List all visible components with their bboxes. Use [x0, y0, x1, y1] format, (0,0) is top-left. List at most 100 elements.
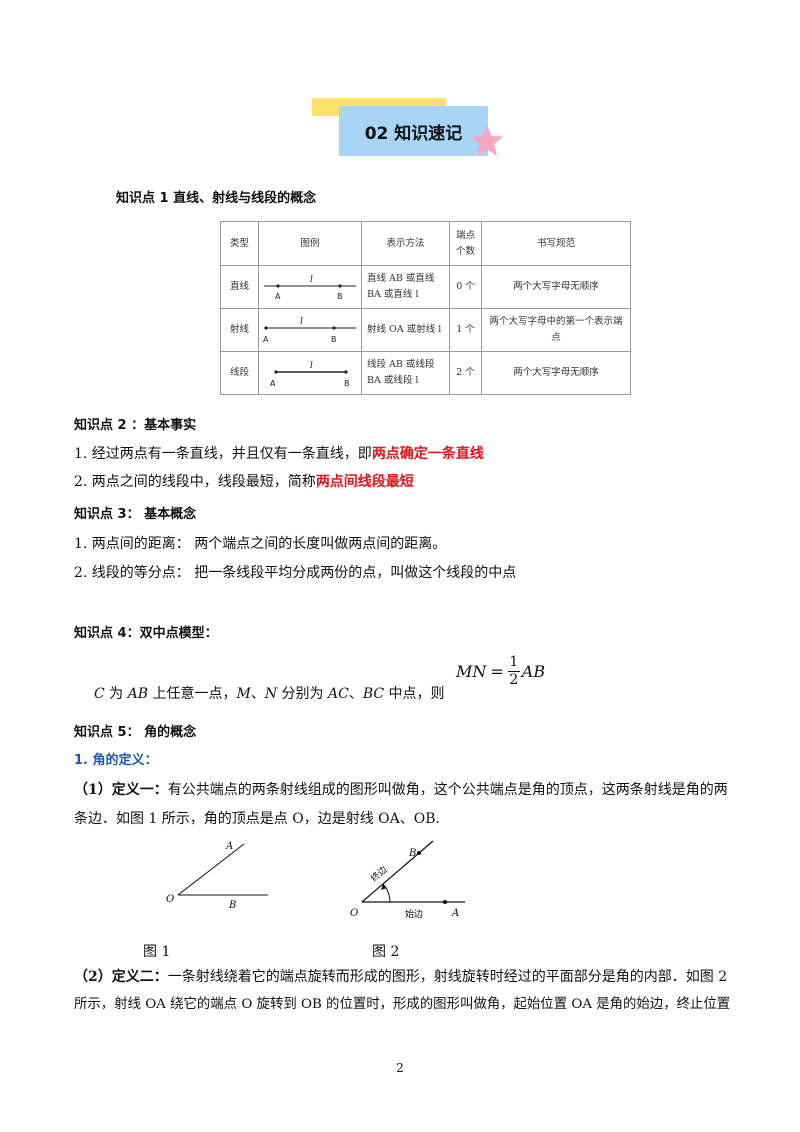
- fraction-numerator: 1: [509, 653, 519, 670]
- expr-line: 线段 AB 或线段: [367, 359, 435, 370]
- kp4-description: C 为 AB 上任意一点，M、N 分别为 AC、BC 中点，则: [94, 684, 445, 704]
- fig1-label-b: B: [228, 900, 236, 911]
- desc-text: 、: [250, 686, 265, 702]
- desc-var: M: [236, 686, 251, 702]
- diagram-label-b: B: [344, 379, 350, 388]
- table-row: 射线 l A B 射线 OA 或射线 l 1 个 两个大写字母中的第一个表示端点: [220, 308, 631, 352]
- segment-diagram: l A B: [270, 361, 350, 388]
- row-figure: l A B: [258, 308, 362, 352]
- kp3-title: 知识点 3： 基本概念: [74, 507, 197, 522]
- formula-rhs: AB: [521, 661, 546, 681]
- fig2-label-o: O: [350, 908, 358, 919]
- desc-text: 、: [348, 686, 363, 702]
- row-expression: 直线 AB 或直线 BA 或直线 l: [361, 265, 450, 309]
- desc-var: C: [94, 686, 105, 702]
- row-norm: 两个大写字母无顺序: [481, 351, 631, 395]
- table-header-cell: 类型: [220, 221, 259, 266]
- fraction-bar: [507, 670, 520, 672]
- ray-diagram: l A B: [263, 317, 356, 344]
- diagram-label-l: l: [300, 317, 303, 327]
- concept-table: 类型 图例 表示方法 端点个数 书写规范 直线 l A B 直线 AB 或直线 …: [220, 221, 631, 395]
- expr-line: BA 或线段 l: [367, 375, 419, 386]
- row-figure: l A B: [258, 351, 362, 395]
- row-type: 直线: [220, 265, 259, 309]
- diagram-label-l: l: [310, 361, 313, 371]
- diagram-label-a: A: [275, 292, 281, 301]
- table-row: 线段 l A B 线段 AB 或线段 BA 或线段 l 2 个 两个大写字母无顺…: [220, 351, 631, 395]
- row-type: 射线: [220, 308, 259, 352]
- diagram-label-b: B: [337, 292, 343, 301]
- definition-1-text: 有公共端点的两条射线组成的图形叫做角，这个公共端点是角的顶点，这两条射线是角的两: [167, 782, 728, 798]
- angle-figure-2: B O A 始边 终边: [350, 840, 465, 920]
- fig2-label-a: A: [451, 908, 459, 919]
- kp2-title: 知识点 2 ：基本事实: [74, 418, 197, 433]
- definition-1-label: （1）定义一：: [74, 782, 168, 798]
- kp3-item-2: 2. 线段的等分点： 把一条线段平均分成两份的点，叫做这个线段的中点: [74, 565, 517, 581]
- desc-text: 中点，则: [384, 686, 445, 702]
- expr-line: BA 或直线 l: [367, 289, 419, 300]
- row-norm: 两个大写字母无顺序: [481, 265, 631, 309]
- row-endpoints: 0 个: [449, 265, 482, 309]
- line-diagram: l A B: [264, 275, 356, 301]
- fig1-label-o: O: [166, 894, 174, 905]
- kp1-title: 知识点 1 直线、射线与线段的概念: [116, 191, 317, 206]
- row-expression: 射线 OA 或射线 l: [361, 308, 450, 352]
- figure-2-caption: 图 2: [372, 944, 400, 960]
- table-header-row: 类型 图例 表示方法 端点个数 书写规范: [220, 221, 631, 266]
- fraction-denominator: 2: [509, 671, 519, 688]
- page-number: 2: [396, 1061, 404, 1075]
- section-title: 02 知识速记: [364, 123, 463, 144]
- kp5-title: 知识点 5： 角的概念: [74, 725, 197, 740]
- definition-2-label: （2）定义二：: [74, 969, 168, 985]
- definition-2-line-2: 所示，射线 OA 绕它的端点 O 旋转到 OB 的位置时，形成的图形叫做角，起始…: [74, 997, 731, 1012]
- formula-eq: =: [490, 661, 504, 681]
- kp2-item-2: 2. 两点之间的线段中，线段最短，简称两点间线段最短: [74, 472, 414, 492]
- kp2-item-1-text: 1. 经过两点有一条直线，并且仅有一条直线，即: [74, 446, 372, 462]
- formula-fraction: 1 2: [507, 653, 520, 689]
- definition-1-line-2: 条边．如图 1 所示，角的顶点是点 O，边是射线 OA、OB.: [74, 811, 440, 827]
- kp5-subtitle: 1. 角的定义：: [74, 753, 158, 768]
- desc-var: BC: [362, 686, 385, 702]
- expr-line: 射线 OA 或射线 l: [367, 324, 442, 335]
- kp2-item-2-emphasis: 两点间线段最短: [315, 474, 414, 490]
- kp4-title: 知识点 4：双中点模型：: [74, 626, 218, 641]
- definition-2-text: 一条射线绕着它的端点旋转而形成的图形，射线旋转时经过的平面部分是角的内部．如图 …: [167, 969, 728, 985]
- row-type: 线段: [220, 351, 259, 395]
- kp2-item-2-text: 2. 两点之间的线段中，线段最短，简称: [74, 474, 316, 490]
- figure-1-caption: 图 1: [143, 944, 171, 960]
- fig1-label-a: A: [225, 841, 233, 852]
- kp2-item-1: 1. 经过两点有一条直线，并且仅有一条直线，即两点确定一条直线: [74, 444, 484, 464]
- desc-text: 上任意一点，: [148, 686, 237, 702]
- fig2-label-b: B: [408, 848, 416, 859]
- desc-var: N: [264, 686, 278, 702]
- kp2-item-1-emphasis: 两点确定一条直线: [371, 446, 484, 462]
- desc-var: AC: [327, 686, 349, 702]
- midpoint-formula: MN = 1 2 AB: [456, 650, 545, 692]
- expr-line: 直线 AB 或直线: [367, 273, 435, 284]
- star-icon: [471, 125, 503, 156]
- diagram-label-b: B: [331, 335, 337, 344]
- row-figure: l A B: [258, 265, 362, 309]
- table-header-cell: 书写规范: [481, 221, 631, 266]
- desc-text: 为: [104, 686, 128, 702]
- row-endpoints: 2 个: [449, 351, 482, 395]
- kp3-item-1: 1. 两点间的距离： 两个端点之间的长度叫做两点间的距离。: [74, 536, 447, 552]
- formula-lhs: MN: [456, 661, 487, 681]
- definition-2-line-1: （2）定义二：一条射线绕着它的端点旋转而形成的图形，射线旋转时经过的平面部分是角…: [74, 967, 727, 987]
- diagram-label-a: A: [270, 379, 276, 388]
- definition-1-line-1: （1）定义一：有公共端点的两条射线组成的图形叫做角，这个公共端点是角的顶点，这两…: [74, 780, 728, 800]
- header-blue-bar: [339, 106, 488, 156]
- table-header-cell: 图例: [258, 221, 362, 266]
- desc-var: AB: [127, 686, 149, 702]
- row-norm: 两个大写字母中的第一个表示端点: [481, 308, 631, 352]
- angle-figure-1: A O B: [166, 841, 268, 911]
- table-row: 直线 l A B 直线 AB 或直线 BA 或直线 l 0 个 两个大写字母无顺…: [220, 265, 631, 309]
- table-header-cell: 端点个数: [449, 221, 482, 266]
- table-header-cell: 表示方法: [361, 221, 450, 266]
- diagram-label-a: A: [263, 335, 269, 344]
- row-expression: 线段 AB 或线段 BA 或线段 l: [361, 351, 450, 395]
- row-endpoints: 1 个: [449, 308, 482, 352]
- desc-text: 分别为: [277, 686, 328, 702]
- fig2-start-side-label: 始边: [405, 908, 423, 920]
- diagram-label-l: l: [310, 275, 313, 285]
